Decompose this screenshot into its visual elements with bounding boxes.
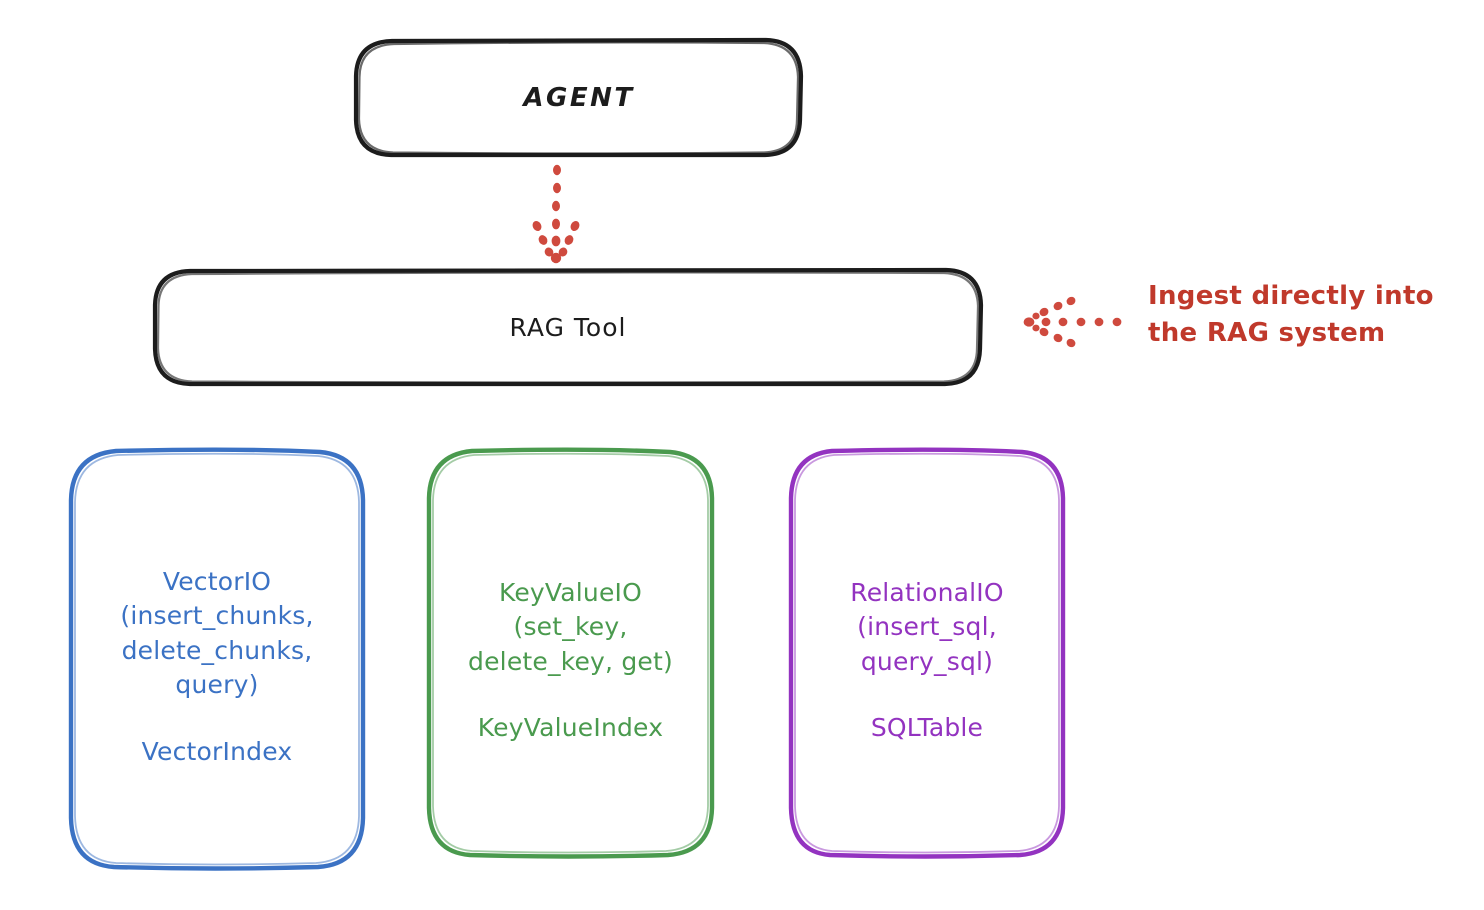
rag-tool-node-label: RAG Tool: [509, 312, 627, 342]
ingest-dotted-arrow: [1023, 296, 1122, 348]
relational-io-node[interactable]: RelationalIO (insert_sql, query_sql) SQL…: [790, 450, 1064, 856]
vector-io-node[interactable]: VectorIO (insert_chunks, delete_chunks, …: [70, 450, 364, 868]
agent-node-label: AGENT: [523, 82, 635, 113]
rag-tool-node[interactable]: RAG Tool: [155, 270, 981, 384]
key-value-io-index-label: KeyValueIndex: [477, 713, 664, 743]
relational-io-index-label: SQLTable: [870, 713, 984, 743]
key-value-io-node[interactable]: KeyValueIO (set_key, delete_key, get) Ke…: [428, 450, 713, 856]
relational-io-content: RelationalIO (insert_sql, query_sql) SQL…: [790, 576, 1064, 743]
relational-io-api-label: RelationalIO (insert_sql, query_sql): [850, 577, 1004, 676]
agent-node[interactable]: AGENT: [356, 40, 802, 156]
key-value-io-content: KeyValueIO (set_key, delete_key, get) Ke…: [428, 576, 713, 743]
vector-io-index-label: VectorIndex: [141, 736, 293, 766]
vector-io-api-label: VectorIO (insert_chunks, delete_chunks, …: [120, 566, 314, 700]
ingest-annotation-text: Ingest directly into the RAG system: [1148, 281, 1434, 348]
key-value-io-api-label: KeyValueIO (set_key, delete_key, get): [468, 577, 673, 676]
vector-io-content: VectorIO (insert_chunks, delete_chunks, …: [70, 565, 364, 766]
agent-to-rag-tool-dotted-arrow: [532, 164, 580, 264]
